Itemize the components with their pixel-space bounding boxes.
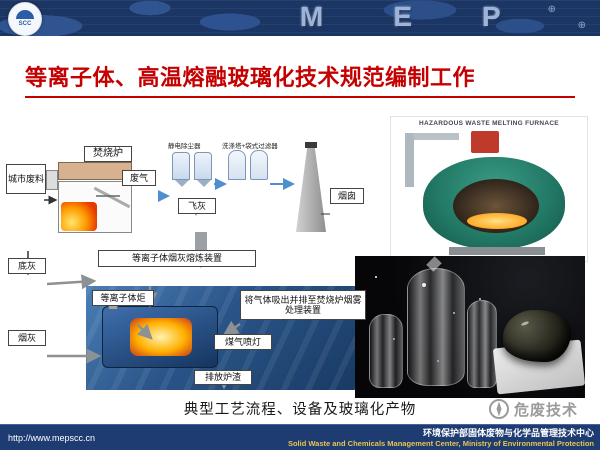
node-plasma-smelter: 等离子体烟灰熔炼装置 [98, 250, 256, 267]
figure-caption: 典型工艺流程、设备及玻璃化产物 [183, 402, 417, 418]
label-esp: 静电除尘器 [168, 143, 201, 150]
logo-text: SCC [18, 21, 32, 27]
compass-icon [489, 399, 509, 419]
vitrified-products-photo [355, 256, 585, 398]
glass-sparkles [375, 276, 377, 278]
incinerator-fire [61, 202, 97, 231]
label-scrubber: 洗涤塔+袋式过滤器 [222, 143, 278, 150]
node-plasma-torch: 等离子体炬 [92, 290, 154, 306]
node-gas-burner: 煤气喷灯 [214, 334, 272, 350]
footer-org-en: Solid Waste and Chemicals Management Cen… [287, 439, 594, 449]
node-slag-discharge: 排放炉渣 [194, 370, 252, 385]
glass-artifact [407, 268, 465, 386]
node-incinerator: 焚烧炉 [84, 146, 132, 162]
node-fly-ash: 飞灰 [178, 198, 216, 214]
node-bottom-ash: 底灰 [8, 258, 46, 274]
node-soot: 烟灰 [8, 330, 46, 346]
watermark-text: 危废技术 [514, 401, 579, 419]
node-city-waste: 城市废料 [6, 164, 46, 194]
node-chimney: 烟囱 [330, 188, 364, 204]
esp-hopper [197, 180, 211, 187]
furnace-pipe [405, 133, 414, 187]
compass-icon: ⊕ [547, 4, 556, 15]
incinerator-chute [46, 170, 58, 190]
furnace-base [449, 247, 545, 255]
node-gas-extract: 将气体吸出并排至焚烧炉烟雾处理装置 [240, 290, 366, 320]
glass-artifact [467, 300, 497, 388]
furnace-melt-pool [467, 213, 527, 229]
esp-unit [194, 152, 212, 180]
bag-filter [250, 150, 268, 180]
slide-body: 等离子体、高温熔融玻璃化技术规范编制工作 [0, 36, 600, 424]
incinerator-top [58, 162, 132, 180]
scrubber-tower [228, 150, 246, 180]
compass-icon: ⊕ [577, 20, 586, 31]
logo-dome-icon [16, 10, 34, 19]
slag-rock [503, 310, 571, 362]
chimney-cap [305, 142, 317, 148]
banner-mep-text: MEP [300, 1, 571, 32]
footer-org-cn: 环境保护部固体废物与化学品管理技术中心 [422, 428, 594, 438]
melting-furnace-title: HAZARDOUS WASTE MELTING FURNACE [419, 120, 559, 127]
title-underline [25, 96, 575, 98]
footer-bar: http://www.mepscc.cn 环境保护部固体废物与化学品管理技术中心… [0, 424, 600, 450]
plasma-furnace-melt [130, 318, 192, 356]
furnace-pipe [405, 133, 459, 140]
page-title: 等离子体、高温熔融玻璃化技术规范编制工作 [25, 65, 476, 90]
scc-logo: SCC [8, 2, 42, 36]
node-waste-gas: 废气 [122, 170, 156, 186]
furnace-feeder [471, 131, 499, 153]
watermark: 危废技术 [488, 398, 578, 420]
melting-furnace-figure: HAZARDOUS WASTE MELTING FURNACE [390, 116, 588, 262]
esp-hopper [175, 180, 189, 187]
top-banner: SCC MEP ⊕ ⊕ [0, 0, 600, 37]
chimney-shape [296, 146, 326, 232]
footer-org: 环境保护部固体废物与化学品管理技术中心 Solid Waste and Chem… [288, 428, 594, 449]
footer-url: http://www.mepscc.cn [8, 433, 96, 443]
glass-artifact [369, 314, 403, 388]
esp-unit [172, 152, 190, 180]
